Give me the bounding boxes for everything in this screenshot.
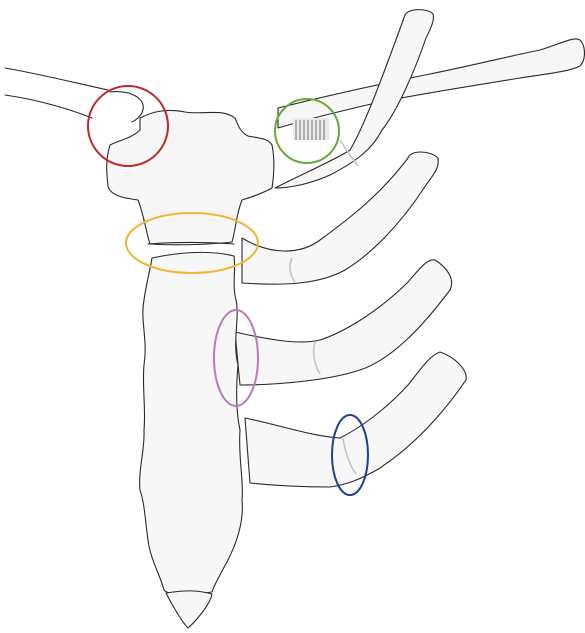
first-sternocostal-hatching xyxy=(293,118,329,140)
sternoclavicular-notch xyxy=(110,92,143,122)
xiphoid-process xyxy=(166,591,212,628)
right-clavicle xyxy=(278,39,585,128)
manubrium xyxy=(107,110,274,244)
sternum-body xyxy=(140,252,243,594)
left-clavicle xyxy=(5,68,108,118)
